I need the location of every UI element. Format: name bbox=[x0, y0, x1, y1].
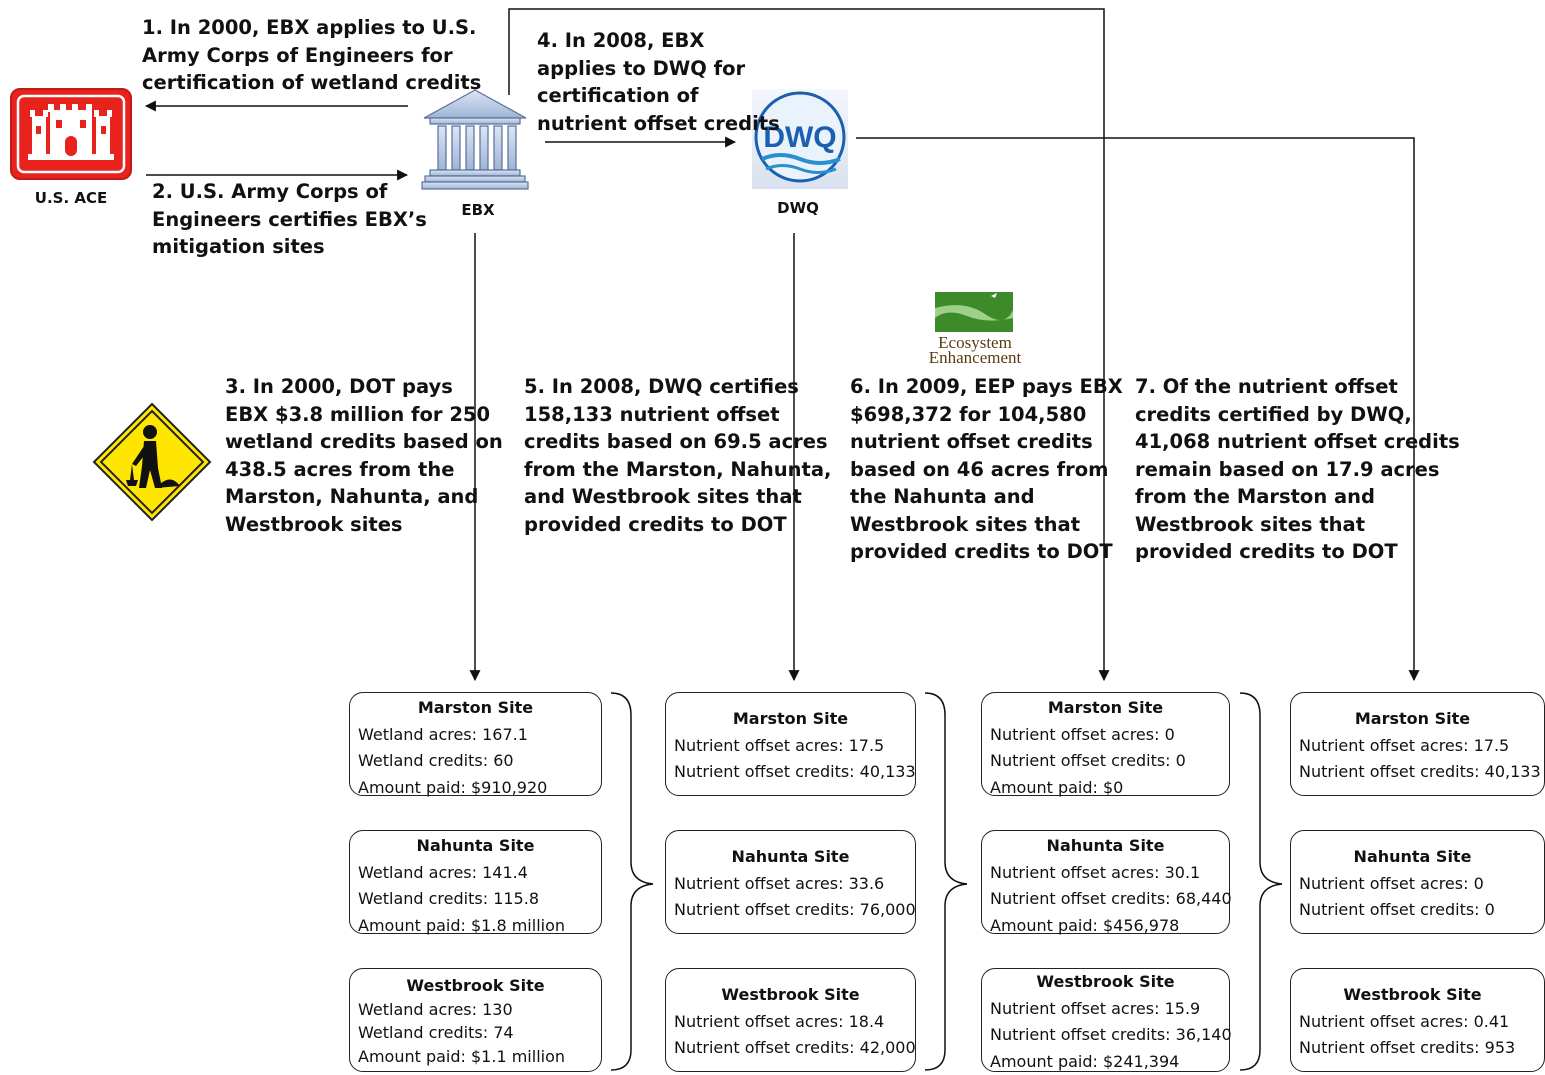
arrow-ebx-to-col3 bbox=[508, 8, 1110, 682]
brace-1 bbox=[610, 692, 654, 1071]
site-title: Westbrook Site bbox=[1036, 972, 1175, 991]
dwq-logo-text: DWQ bbox=[763, 121, 836, 154]
arrow-dwq-to-col4 bbox=[856, 137, 1420, 682]
site-box-c2-marston: Marston Site Nutrient offset acres: 17.5… bbox=[665, 692, 916, 796]
site-box-c4-westbrook: Westbrook Site Nutrient offset acres: 0.… bbox=[1290, 968, 1545, 1072]
eep-logo-text-1: Ecosystem bbox=[938, 333, 1012, 352]
site-box-c4-nahunta: Nahunta Site Nutrient offset acres: 0 Nu… bbox=[1290, 830, 1545, 934]
bank-building-icon bbox=[420, 88, 530, 193]
dwq-logo: DWQ bbox=[752, 89, 848, 189]
site-box-c1-westbrook: Westbrook Site Wetland acres: 130 Wetlan… bbox=[349, 968, 602, 1072]
dwq-label: DWQ bbox=[777, 199, 819, 217]
brace-3 bbox=[1239, 692, 1283, 1071]
brace-2 bbox=[924, 692, 968, 1071]
site-box-c3-westbrook: Westbrook Site Nutrient offset acres: 15… bbox=[981, 968, 1232, 1072]
site-box-c1-nahunta: Nahunta Site Wetland acres: 141.4 Wetlan… bbox=[349, 830, 602, 935]
usace-logo bbox=[10, 88, 132, 180]
site-box-c2-westbrook: Westbrook Site Nutrient offset acres: 18… bbox=[665, 968, 916, 1072]
site-box-c2-nahunta: Nahunta Site Nutrient offset acres: 33.6… bbox=[665, 830, 916, 934]
site-title: Nahunta Site bbox=[416, 836, 535, 855]
road-work-sign-icon bbox=[92, 402, 212, 522]
step-6-text: 6. In 2009, EEP pays EBX$698,372 for 104… bbox=[850, 375, 1123, 563]
site-title: Marston Site bbox=[417, 698, 534, 717]
site-title: Marston Site bbox=[732, 709, 849, 728]
site-title: Nahunta Site bbox=[731, 847, 850, 866]
usace-label: U.S. ACE bbox=[34, 189, 108, 207]
site-box-c4-marston: Marston Site Nutrient offset acres: 17.5… bbox=[1290, 692, 1545, 796]
eep-logo: Ecosystem Enhancement bbox=[915, 288, 1035, 368]
site-title: Westbrook Site bbox=[1343, 985, 1482, 1004]
site-title: Marston Site bbox=[1047, 698, 1164, 717]
site-box-c3-nahunta: Nahunta Site Nutrient offset acres: 30.1… bbox=[981, 830, 1232, 935]
site-title: Nahunta Site bbox=[1353, 847, 1472, 866]
ebx-label: EBX bbox=[461, 201, 495, 219]
site-title: Westbrook Site bbox=[721, 985, 860, 1004]
site-box-c1-marston: Marston Site Wetland acres: 167.1 Wetlan… bbox=[349, 692, 602, 797]
eep-logo-text-2: Enhancement bbox=[929, 348, 1022, 367]
site-title: Marston Site bbox=[1354, 709, 1471, 728]
site-title: Nahunta Site bbox=[1046, 836, 1165, 855]
site-title: Westbrook Site bbox=[406, 976, 545, 995]
step-1-text: 1. In 2000, EBX applies to U.S.Army Corp… bbox=[142, 16, 482, 94]
site-box-c3-marston: Marston Site Nutrient offset acres: 0 Nu… bbox=[981, 692, 1230, 797]
